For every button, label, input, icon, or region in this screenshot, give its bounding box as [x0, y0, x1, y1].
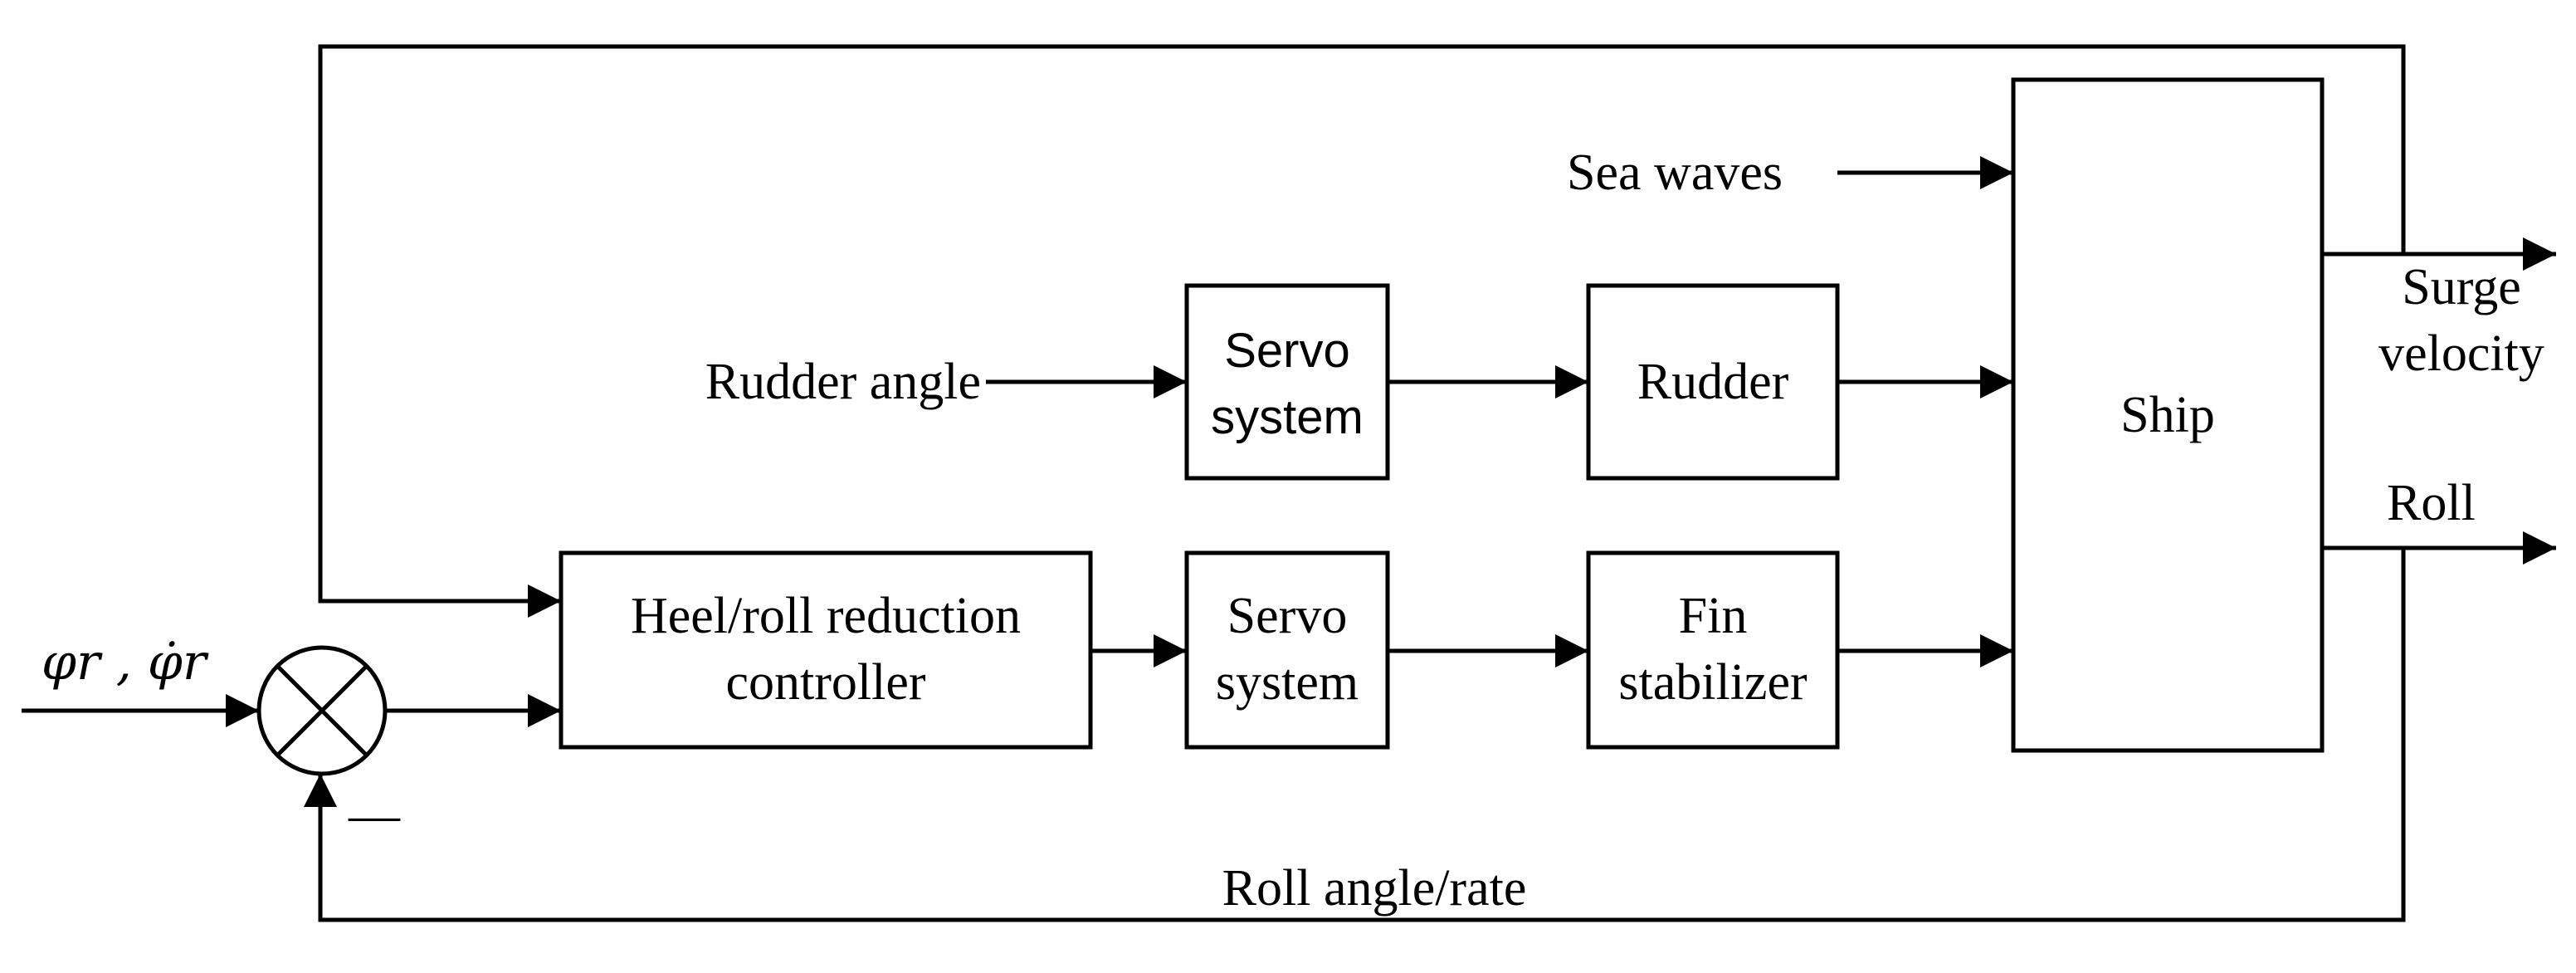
servo-top-label-line2: system [1211, 390, 1364, 444]
controller-label-line1: Heel/roll reduction [631, 588, 1021, 644]
servo-bottom-label-line1: Servo [1227, 588, 1348, 644]
ship-block [2011, 77, 2325, 753]
reference-input-label: φr , φ̇r [41, 633, 209, 692]
summing-junction [256, 645, 388, 776]
servo-system-bottom-block [1184, 550, 1390, 750]
sea-waves-label: Sea waves [1567, 144, 1783, 201]
minus-sign-label: — [348, 787, 401, 843]
rudder-block [1586, 283, 1840, 481]
top-feedback-line [318, 44, 2406, 618]
ship-label: Ship [2120, 387, 2215, 443]
roll-feedback-label: Roll angle/rate [1222, 860, 1527, 917]
roll-label: Roll [2387, 475, 2476, 531]
controller-label-line2: controller [725, 654, 925, 711]
rudder-label: Rudder [1637, 354, 1789, 410]
controller-block [559, 550, 1093, 750]
roll-feedback-line [304, 548, 2406, 922]
servo-system-top-block [1184, 283, 1390, 481]
surge-velocity-label-line1: Surge [2402, 259, 2521, 315]
fin-label-line2: stabilizer [1618, 654, 1808, 711]
surge-velocity-label-line2: velocity [2378, 325, 2544, 382]
fin-stabilizer-block [1586, 550, 1840, 750]
servo-top-label-line1: Servo [1224, 324, 1350, 378]
servo-bottom-label-line2: system [1216, 654, 1359, 711]
rudder-angle-label: Rudder angle [705, 354, 981, 410]
fin-label-line1: Fin [1679, 588, 1748, 644]
